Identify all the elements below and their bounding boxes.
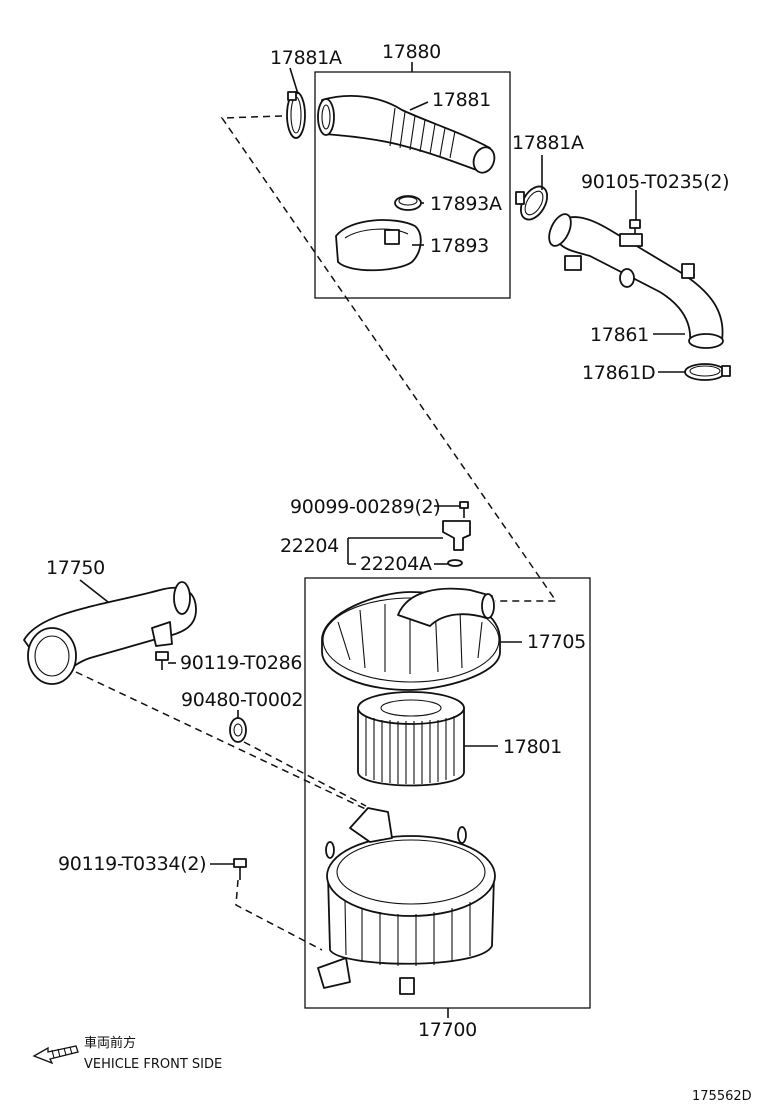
label-17700: 17700 [418,1019,477,1041]
clamp-17881a-right-part [515,185,549,221]
label-17861d: 17861D [582,362,655,384]
bolt-90119-t0286-part [155,651,169,670]
label-17705: 17705 [527,631,586,653]
part-labels: 17881A 17880 17881 17893A 17893 17881A 9… [46,41,730,1041]
label-17750: 17750 [46,557,105,579]
connection-lines [75,115,558,951]
sensor-22204-part [442,520,471,551]
clamp-17861d-part [684,363,731,381]
direction-label-en: VEHICLE FRONT SIDE [84,1057,222,1072]
label-90119-t0286: 90119-T0286 [180,652,302,674]
label-90105: 90105-T0235(2) [581,171,729,193]
label-22204a: 22204A [360,553,432,575]
air-cleaner-case-17700-part [317,807,496,995]
label-17880: 17880 [382,41,441,63]
air-duct-17750-part [23,581,197,685]
label-90099: 90099-00289(2) [290,496,440,518]
label-17861: 17861 [590,324,649,346]
label-90480: 90480-T0002 [181,689,303,711]
filter-element-17801-part [357,691,465,787]
air-cleaner-cap-17705-part [321,587,501,691]
diagram-code: 175562D [692,1089,752,1104]
label-17881: 17881 [432,89,491,111]
inlet-17893-part [335,219,422,272]
air-hose-17881-part [317,95,496,174]
label-17893: 17893 [430,235,489,257]
front-direction-arrow-icon [32,1045,79,1065]
oring-22204a-part [447,559,463,567]
bolt-90119-t0334-part [233,858,247,880]
label-17893a: 17893A [430,193,502,215]
screw-90099-part [459,501,469,518]
label-90119-t0334: 90119-T0334(2) [58,853,206,875]
clamp-17881a-part [286,91,306,139]
clamp-17893a-part [394,195,422,211]
label-22204: 22204 [280,535,339,557]
leader-lines [79,62,685,1018]
label-17801: 17801 [503,736,562,758]
label-17881a-top: 17881A [270,47,342,69]
direction-label-jp: 車両前方 [84,1035,136,1051]
label-17881a-right: 17881A [512,132,584,154]
intake-pipe-17861-part [548,213,724,349]
grommet-90480-part [229,717,247,743]
